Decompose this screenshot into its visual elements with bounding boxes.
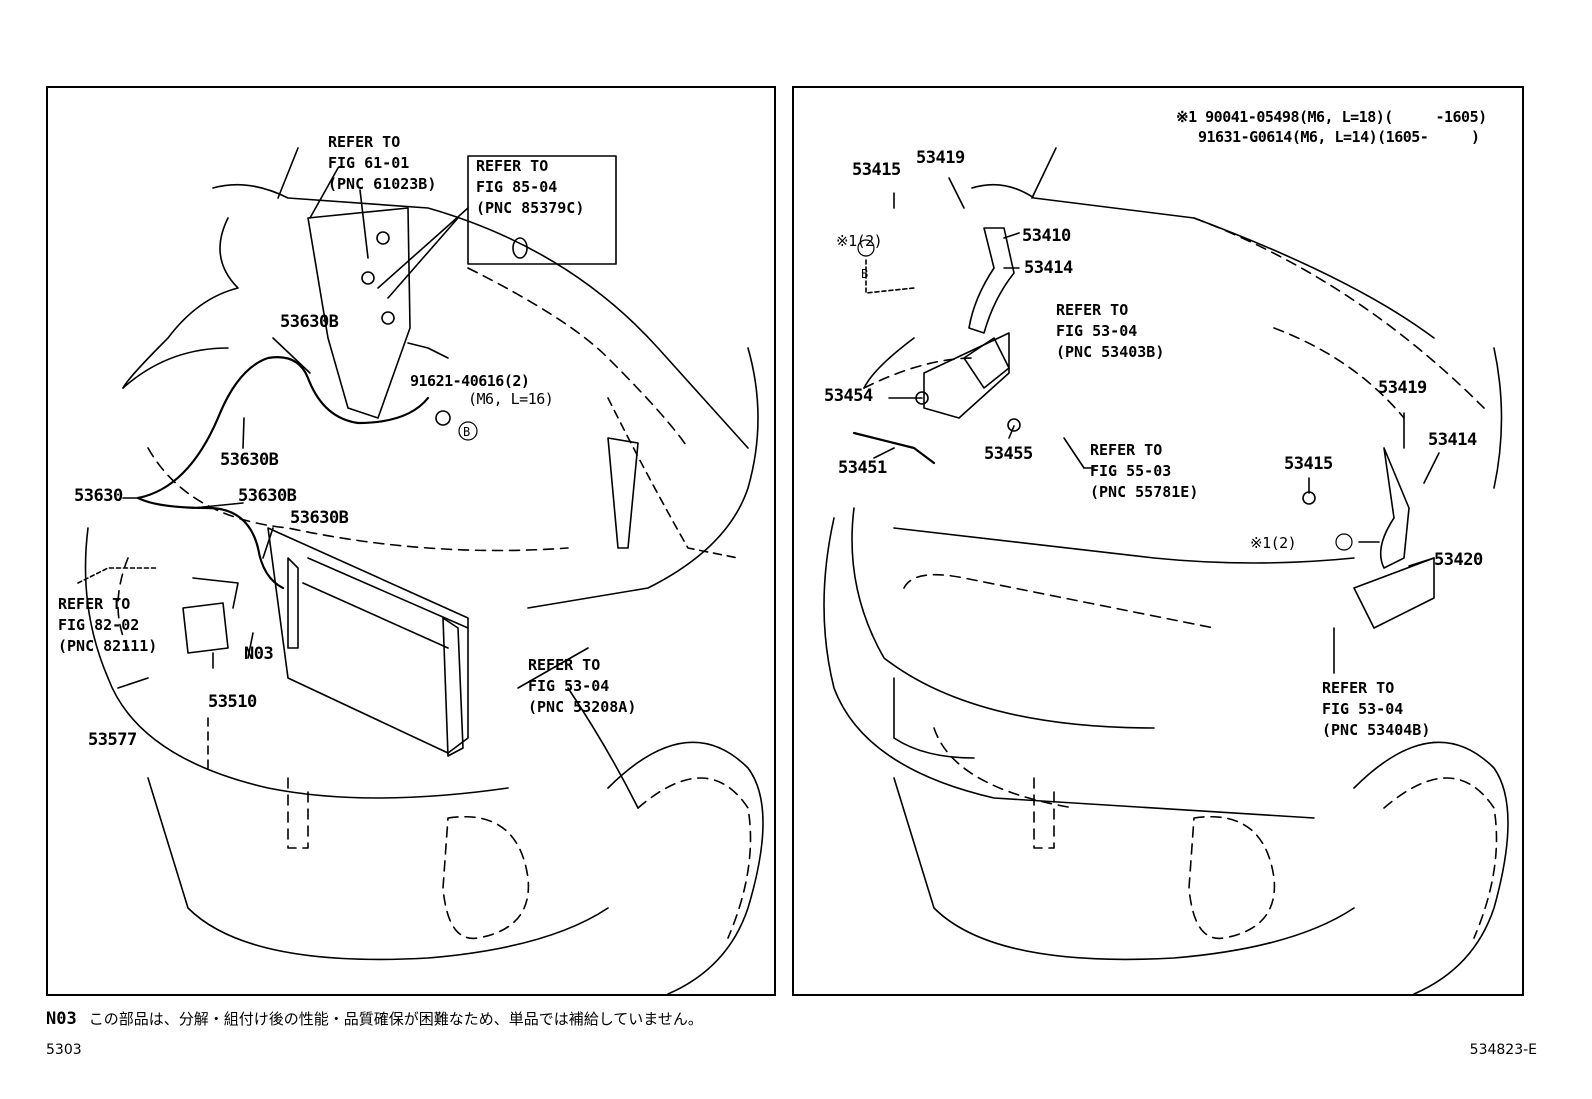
part-53410: 53410 [1022,226,1071,246]
part-53454: 53454 [824,386,873,406]
part-53415-right: 53415 [1284,454,1333,474]
part-53630b-lower: 53630B [290,508,349,528]
part-53510: 53510 [208,692,257,712]
part-53630b-upper: 53630B [280,312,339,332]
bolt-spec: (M6, L=16) [468,390,554,408]
footer-note: N03 この部品は、分解・組付け後の性能・品質確保が困難なため、単品では補給してい… [46,1008,703,1029]
left-hood-latch-illustration [77,147,764,994]
part-53419-left: 53419 [916,148,965,168]
right-diagram-panel: ※1 90041-05498(M6, L=18)( -1605) 91631-G… [792,86,1524,996]
marker-b-right: B [861,267,868,281]
part-53630b-mid: 53630B [220,450,279,470]
bolt-note-line-2: 91631-G0614(M6, L=14)(1605- ) [1198,128,1480,146]
part-53451: 53451 [838,458,887,478]
part-53414-right: 53414 [1428,430,1477,450]
bolt-note-line-1: ※1 90041-05498(M6, L=18)( -1605) [1176,108,1487,126]
part-n03: N03 [244,644,274,664]
part-53419-right: 53419 [1378,378,1427,398]
footer-note-code: N03 [46,1009,77,1029]
part-53414-left: 53414 [1024,258,1073,278]
note-ref-1-right: ※1(2) [1250,534,1297,552]
part-53415-left: 53415 [852,160,901,180]
part-53630b-right: 53630B [238,486,297,506]
part-53577: 53577 [88,730,137,750]
note-ref-1-left: ※1(2) [836,232,883,250]
page-code: 5303 [46,1042,82,1058]
part-53420: 53420 [1434,550,1483,570]
figure-code: 534823-E [1469,1042,1537,1058]
part-53630: 53630 [74,486,123,506]
part-53455: 53455 [984,444,1033,464]
marker-b-left: B [463,425,470,439]
footer-note-text: この部品は、分解・組付け後の性能・品質確保が困難なため、単品では補給していません… [88,1010,703,1028]
right-hood-hinge-illustration [823,147,1509,994]
part-91621-40616: 91621-40616(2) [410,372,530,390]
